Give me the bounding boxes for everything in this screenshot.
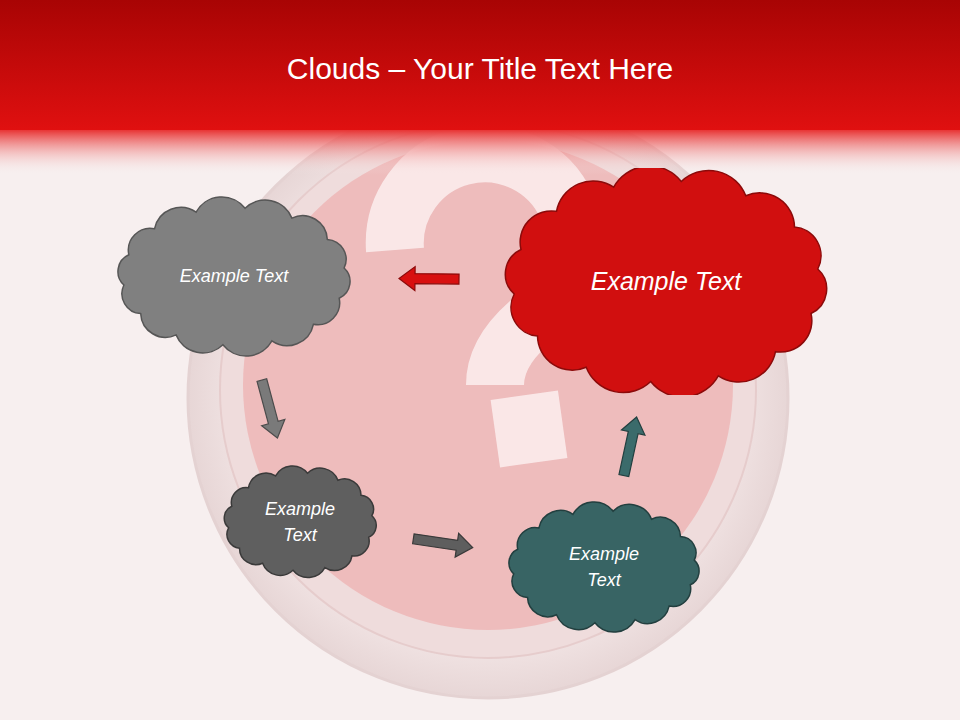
cloud-text: Example Text — [180, 263, 288, 289]
block-arrow — [257, 379, 285, 438]
block-arrow — [619, 417, 645, 477]
cloud-outline — [215, 460, 386, 584]
cloud-text: Example Text — [591, 263, 742, 299]
title-band-fade — [0, 130, 960, 175]
title-band — [0, 0, 960, 130]
cloud-node: Example Text — [215, 460, 386, 584]
cloud-node: Example Text — [110, 195, 358, 358]
cloud-shape — [509, 502, 699, 632]
block-arrow — [399, 267, 459, 291]
cloud-shape — [118, 197, 350, 356]
cloud-shape — [505, 168, 826, 395]
cloud-outline — [500, 498, 708, 636]
cloud-text: Example Text — [255, 496, 345, 548]
block-arrow — [413, 533, 473, 557]
cloud-text: Example Text — [559, 541, 649, 593]
cloud-node: Example Text — [500, 168, 832, 395]
question-dot — [491, 391, 568, 468]
cloud-node: Example Text — [500, 498, 708, 636]
slide-title: Clouds – Your Title Text Here — [0, 52, 960, 86]
cloud-shape — [224, 466, 376, 578]
